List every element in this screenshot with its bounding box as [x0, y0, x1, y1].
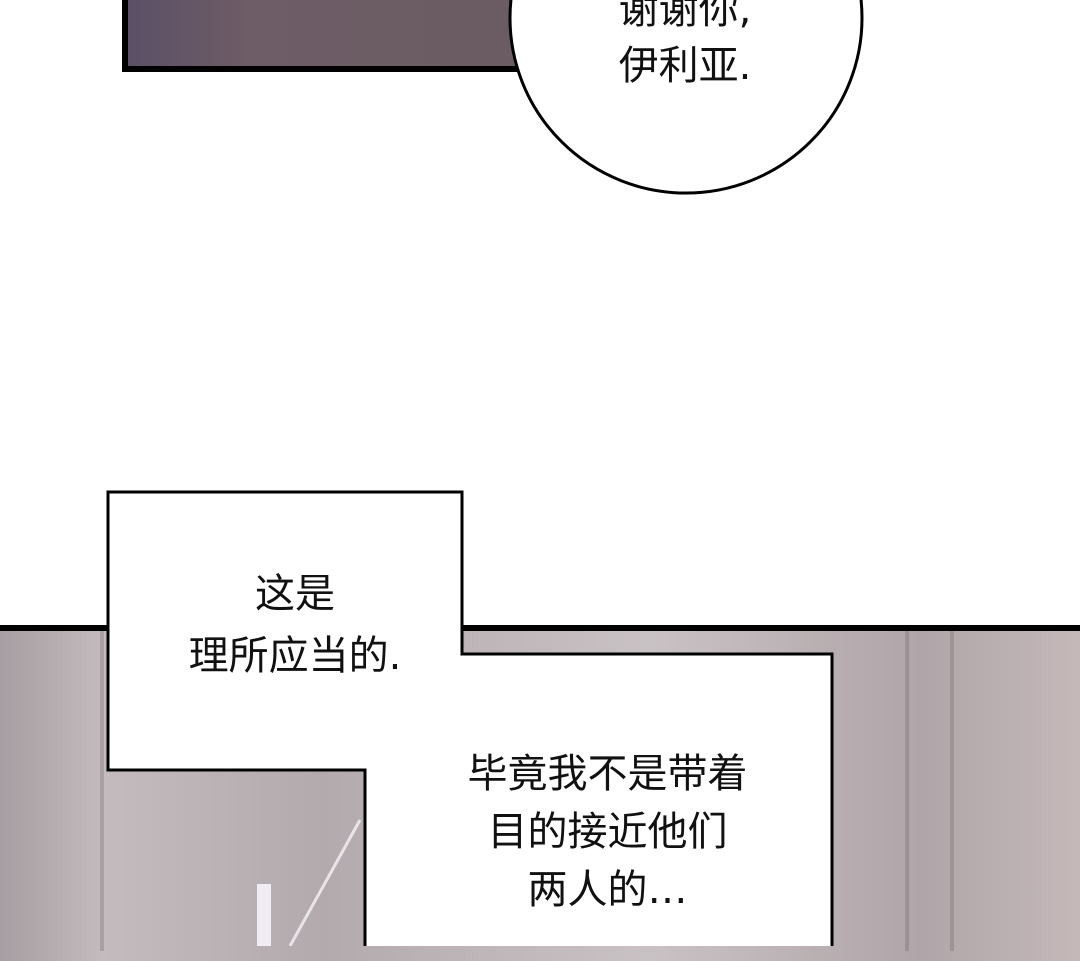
top-comic-panel	[122, 0, 534, 72]
caption-box	[106, 490, 834, 946]
background-pillar	[100, 631, 104, 951]
caption-line: 这是	[255, 571, 335, 617]
caption-line: 毕竟我不是带着	[467, 751, 748, 797]
caption-line: 目的接近他们	[487, 809, 728, 855]
candle	[257, 884, 271, 946]
speech-line: 伊利亚.	[618, 43, 752, 89]
background-pillar	[905, 631, 909, 951]
background-pillar	[950, 631, 954, 951]
caption-line: 理所应当的.	[188, 633, 402, 679]
speech-bubble	[508, 0, 864, 195]
candle-stand-line	[288, 819, 362, 946]
caption-line: 两人的…	[527, 867, 688, 913]
speech-line: 谢谢你,	[618, 0, 752, 33]
